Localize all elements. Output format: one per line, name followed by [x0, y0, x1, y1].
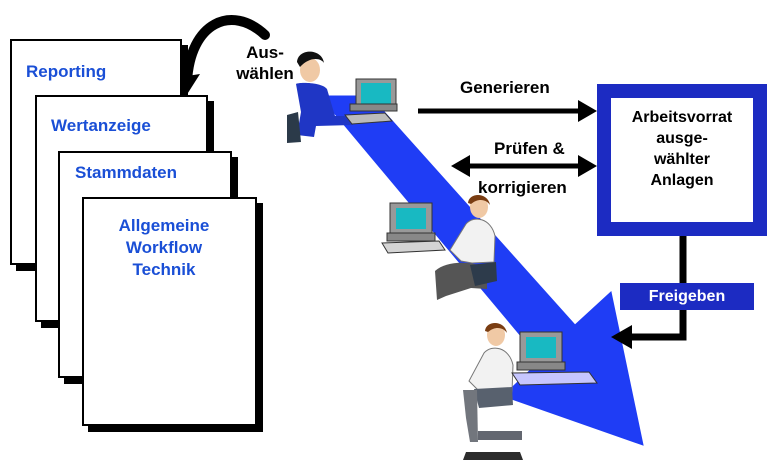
release-arrowhead [611, 325, 632, 349]
select-label: Aus- wählen [236, 43, 294, 83]
release-path-line [630, 236, 687, 341]
worklist-box-inner: Arbeitsvorrat ausge- wählter Anlagen [611, 98, 753, 222]
check-label-line-2: korrigieren [478, 178, 567, 197]
woman-at-computer-icon [287, 51, 398, 143]
check-arrowhead-right [578, 155, 597, 177]
man-at-computer-icon-middle [381, 194, 497, 300]
document-label-general-workflow-technique: Allgemeine Workflow Technik [118, 216, 210, 279]
check-label-line-1: Prüfen & [494, 139, 565, 158]
worklist-text: Arbeitsvorrat ausge- wählter Anlagen [631, 109, 733, 189]
document-label-master-data: Stammdaten [75, 163, 178, 182]
document-label-value-display: Wertanzeige [51, 116, 151, 135]
document-page-general-workflow-technique [82, 197, 257, 426]
check-arrowhead-left [451, 155, 470, 177]
man-at-computer-icon-bottom [463, 322, 598, 460]
select-curve-arrow [182, 15, 270, 87]
generate-label: Generieren [460, 78, 550, 97]
document-label-reporting: Reporting [26, 62, 107, 81]
release-label: Freigeben [620, 283, 754, 310]
generate-arrowhead [578, 100, 597, 122]
worklist-box: Arbeitsvorrat ausge- wählter Anlagen [597, 84, 767, 236]
